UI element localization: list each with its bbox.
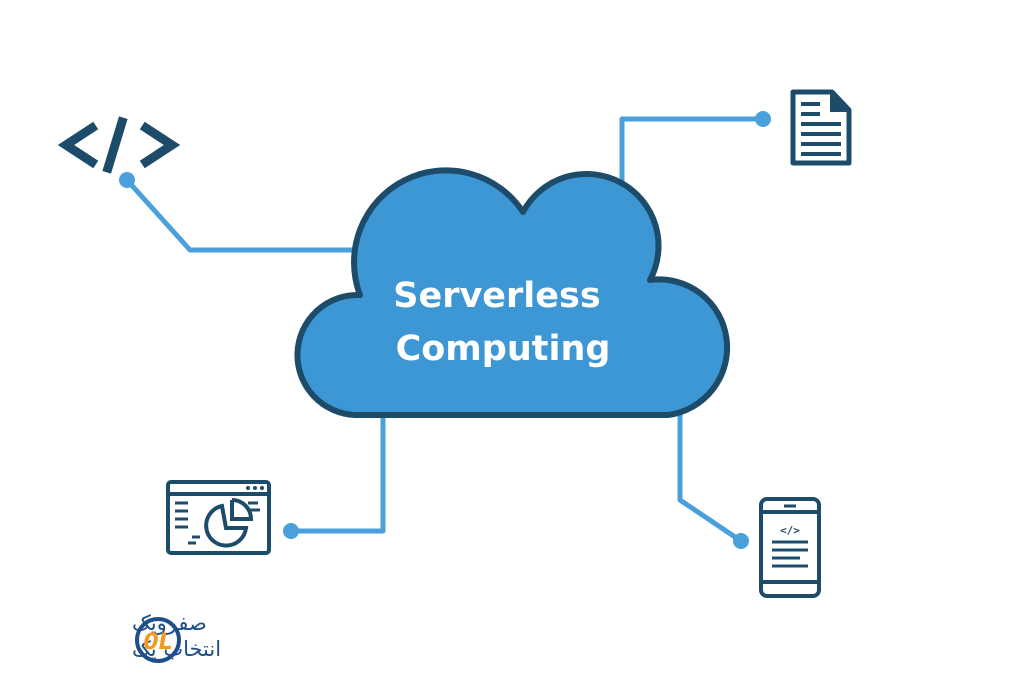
code-icon — [57, 116, 181, 174]
mobile-code-icon: </> — [759, 497, 821, 598]
brand-logo: صفرویک انتخاب یک 0L — [132, 611, 221, 663]
connector-code — [125, 178, 356, 253]
connector-dot — [119, 172, 135, 188]
svg-text:</>: </> — [780, 524, 800, 537]
cloud-shape — [294, 167, 731, 418]
dashboard-chart-icon — [166, 480, 271, 555]
connector-dashboard — [291, 414, 386, 534]
cloud-title-line2: Computing — [396, 329, 611, 369]
connector-dot — [733, 533, 749, 549]
document-icon — [790, 89, 852, 166]
connector-mobile — [677, 414, 743, 544]
logo-mark: 0L — [143, 630, 172, 655]
cloud-title-line1: Serverless — [393, 276, 600, 316]
connector-dot — [755, 111, 771, 127]
connector-dot — [283, 523, 299, 539]
